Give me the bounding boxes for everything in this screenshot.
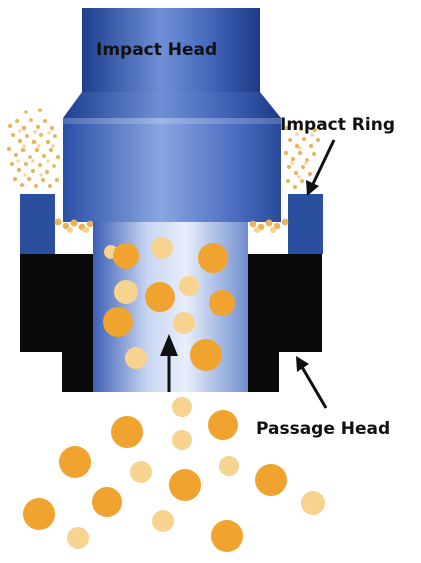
passage-head-left bbox=[20, 254, 93, 392]
impact-head-sheen bbox=[63, 118, 281, 124]
impact-ring-label: Impact Ring bbox=[280, 115, 395, 135]
impact-ring-right bbox=[288, 194, 323, 254]
passage-head-pointer-head bbox=[296, 356, 309, 372]
impact-ring-pointer-head bbox=[306, 180, 319, 196]
impact-ring-pointer-shaft bbox=[310, 139, 336, 187]
spray-left bbox=[6, 108, 60, 188]
passage-head-label: Passage Head bbox=[256, 419, 391, 439]
spray-left-light bbox=[16, 129, 55, 177]
impact-head-shoulder bbox=[63, 92, 281, 118]
spray-right bbox=[283, 120, 324, 190]
impact-head-lower bbox=[63, 118, 281, 222]
exit-particles bbox=[23, 397, 325, 552]
passage-head-pointer-shaft bbox=[300, 366, 328, 409]
gap-particles-light bbox=[67, 226, 277, 234]
flow-arrow-head bbox=[160, 334, 178, 356]
impact-head-label: Impact Head bbox=[96, 40, 218, 60]
impact-head-upper bbox=[82, 8, 260, 92]
impact-ring-left bbox=[20, 194, 55, 254]
gap-particles bbox=[54, 218, 289, 231]
spray-right-light bbox=[290, 132, 314, 179]
channel-particles bbox=[103, 237, 235, 371]
passage-head-right bbox=[248, 254, 322, 392]
